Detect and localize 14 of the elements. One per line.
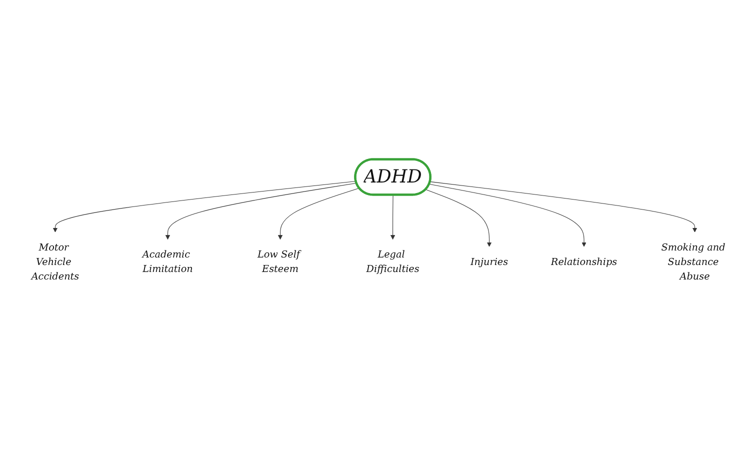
arrow bbox=[425, 188, 492, 246]
node-text: Academic Limitation bbox=[142, 248, 193, 274]
node-text: Legal Difficulties bbox=[366, 248, 420, 274]
node-text: Injuries bbox=[470, 256, 508, 268]
node-text: Motor Vehicle Accidents bbox=[31, 241, 80, 282]
arrow bbox=[428, 183, 586, 246]
node-text: Smoking and Substance Abuse bbox=[661, 241, 726, 282]
arrow bbox=[52, 180, 356, 232]
node-text: Relationships bbox=[550, 256, 618, 268]
arrow bbox=[390, 194, 396, 240]
node-text: Low Self Esteem bbox=[257, 248, 300, 274]
arrow bbox=[165, 182, 357, 240]
arrow bbox=[430, 180, 698, 232]
arrow bbox=[278, 187, 360, 240]
